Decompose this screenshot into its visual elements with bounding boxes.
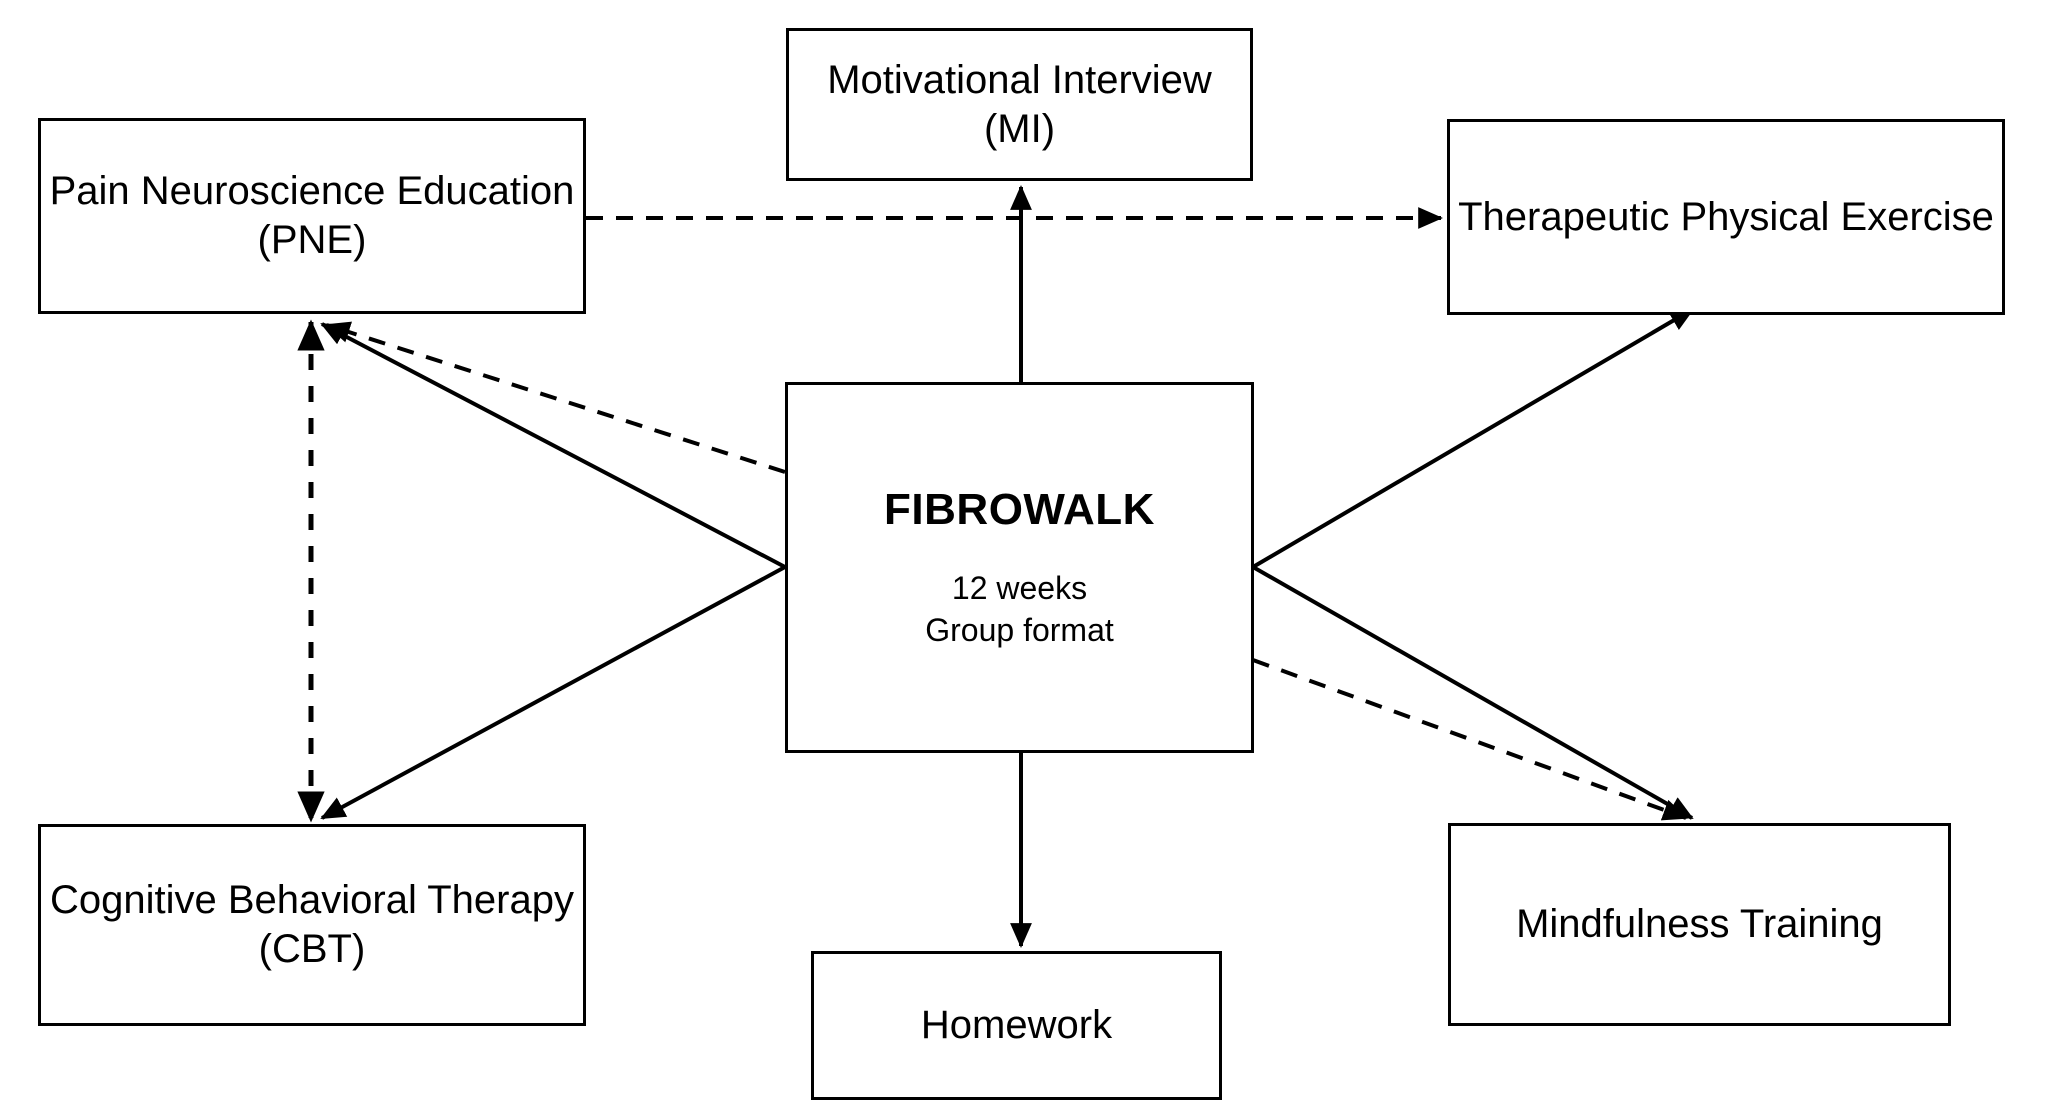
edge-fibrowalk-to-cbt (320, 565, 786, 820)
node-motivational-interview[interactable]: Motivational Interview (MI) (786, 28, 1253, 181)
node-homework[interactable]: Homework (811, 951, 1222, 1100)
node-pain-neuroscience-education[interactable]: Pain Neuroscience Education (PNE) (38, 118, 586, 314)
node-cognitive-behavioral-therapy[interactable]: Cognitive Behavioral Therapy (CBT) (38, 824, 586, 1026)
node-pne-label-line1: Pain Neuroscience Education (49, 169, 575, 214)
node-tpe-label-line1: Therapeutic Physical Exercise (1458, 194, 1994, 239)
node-mi-label-line1: Motivational Interview (827, 57, 1212, 102)
node-pne-label-line2: (PNE) (257, 218, 367, 262)
node-fibrowalk-format: Group format (925, 612, 1114, 649)
node-homework-label: Homework (920, 1003, 1113, 1048)
node-mindfulness-label: Mindfulness Training (1516, 902, 1883, 947)
node-fibrowalk-duration: 12 weeks (951, 570, 1088, 607)
edge-fibrowalk-to-pne (325, 321, 786, 474)
node-mindfulness-training[interactable]: Mindfulness Training (1448, 823, 1951, 1026)
edge-fibrowalk-to-mindfulness-solid (1252, 565, 1694, 820)
node-therapeutic-physical-exercise[interactable]: Therapeutic Physical Exercise (1447, 119, 2005, 315)
edge-fibrowalk-to-tpe (1251, 307, 1695, 569)
node-fibrowalk-label: FIBROWALK (884, 485, 1155, 535)
node-cbt-label-line2: (CBT) (258, 927, 366, 971)
node-mi-label-line2: (MI) (983, 106, 1056, 151)
edge-fibrowalk-to-pne-solid (320, 322, 786, 569)
node-fibrowalk[interactable]: FIBROWALK 12 weeks Group format (785, 382, 1254, 753)
node-cbt-label-line1: Cognitive Behavioral Therapy (49, 878, 574, 923)
edge-fibrowalk-to-mindfulness-dashed (1252, 658, 1688, 821)
